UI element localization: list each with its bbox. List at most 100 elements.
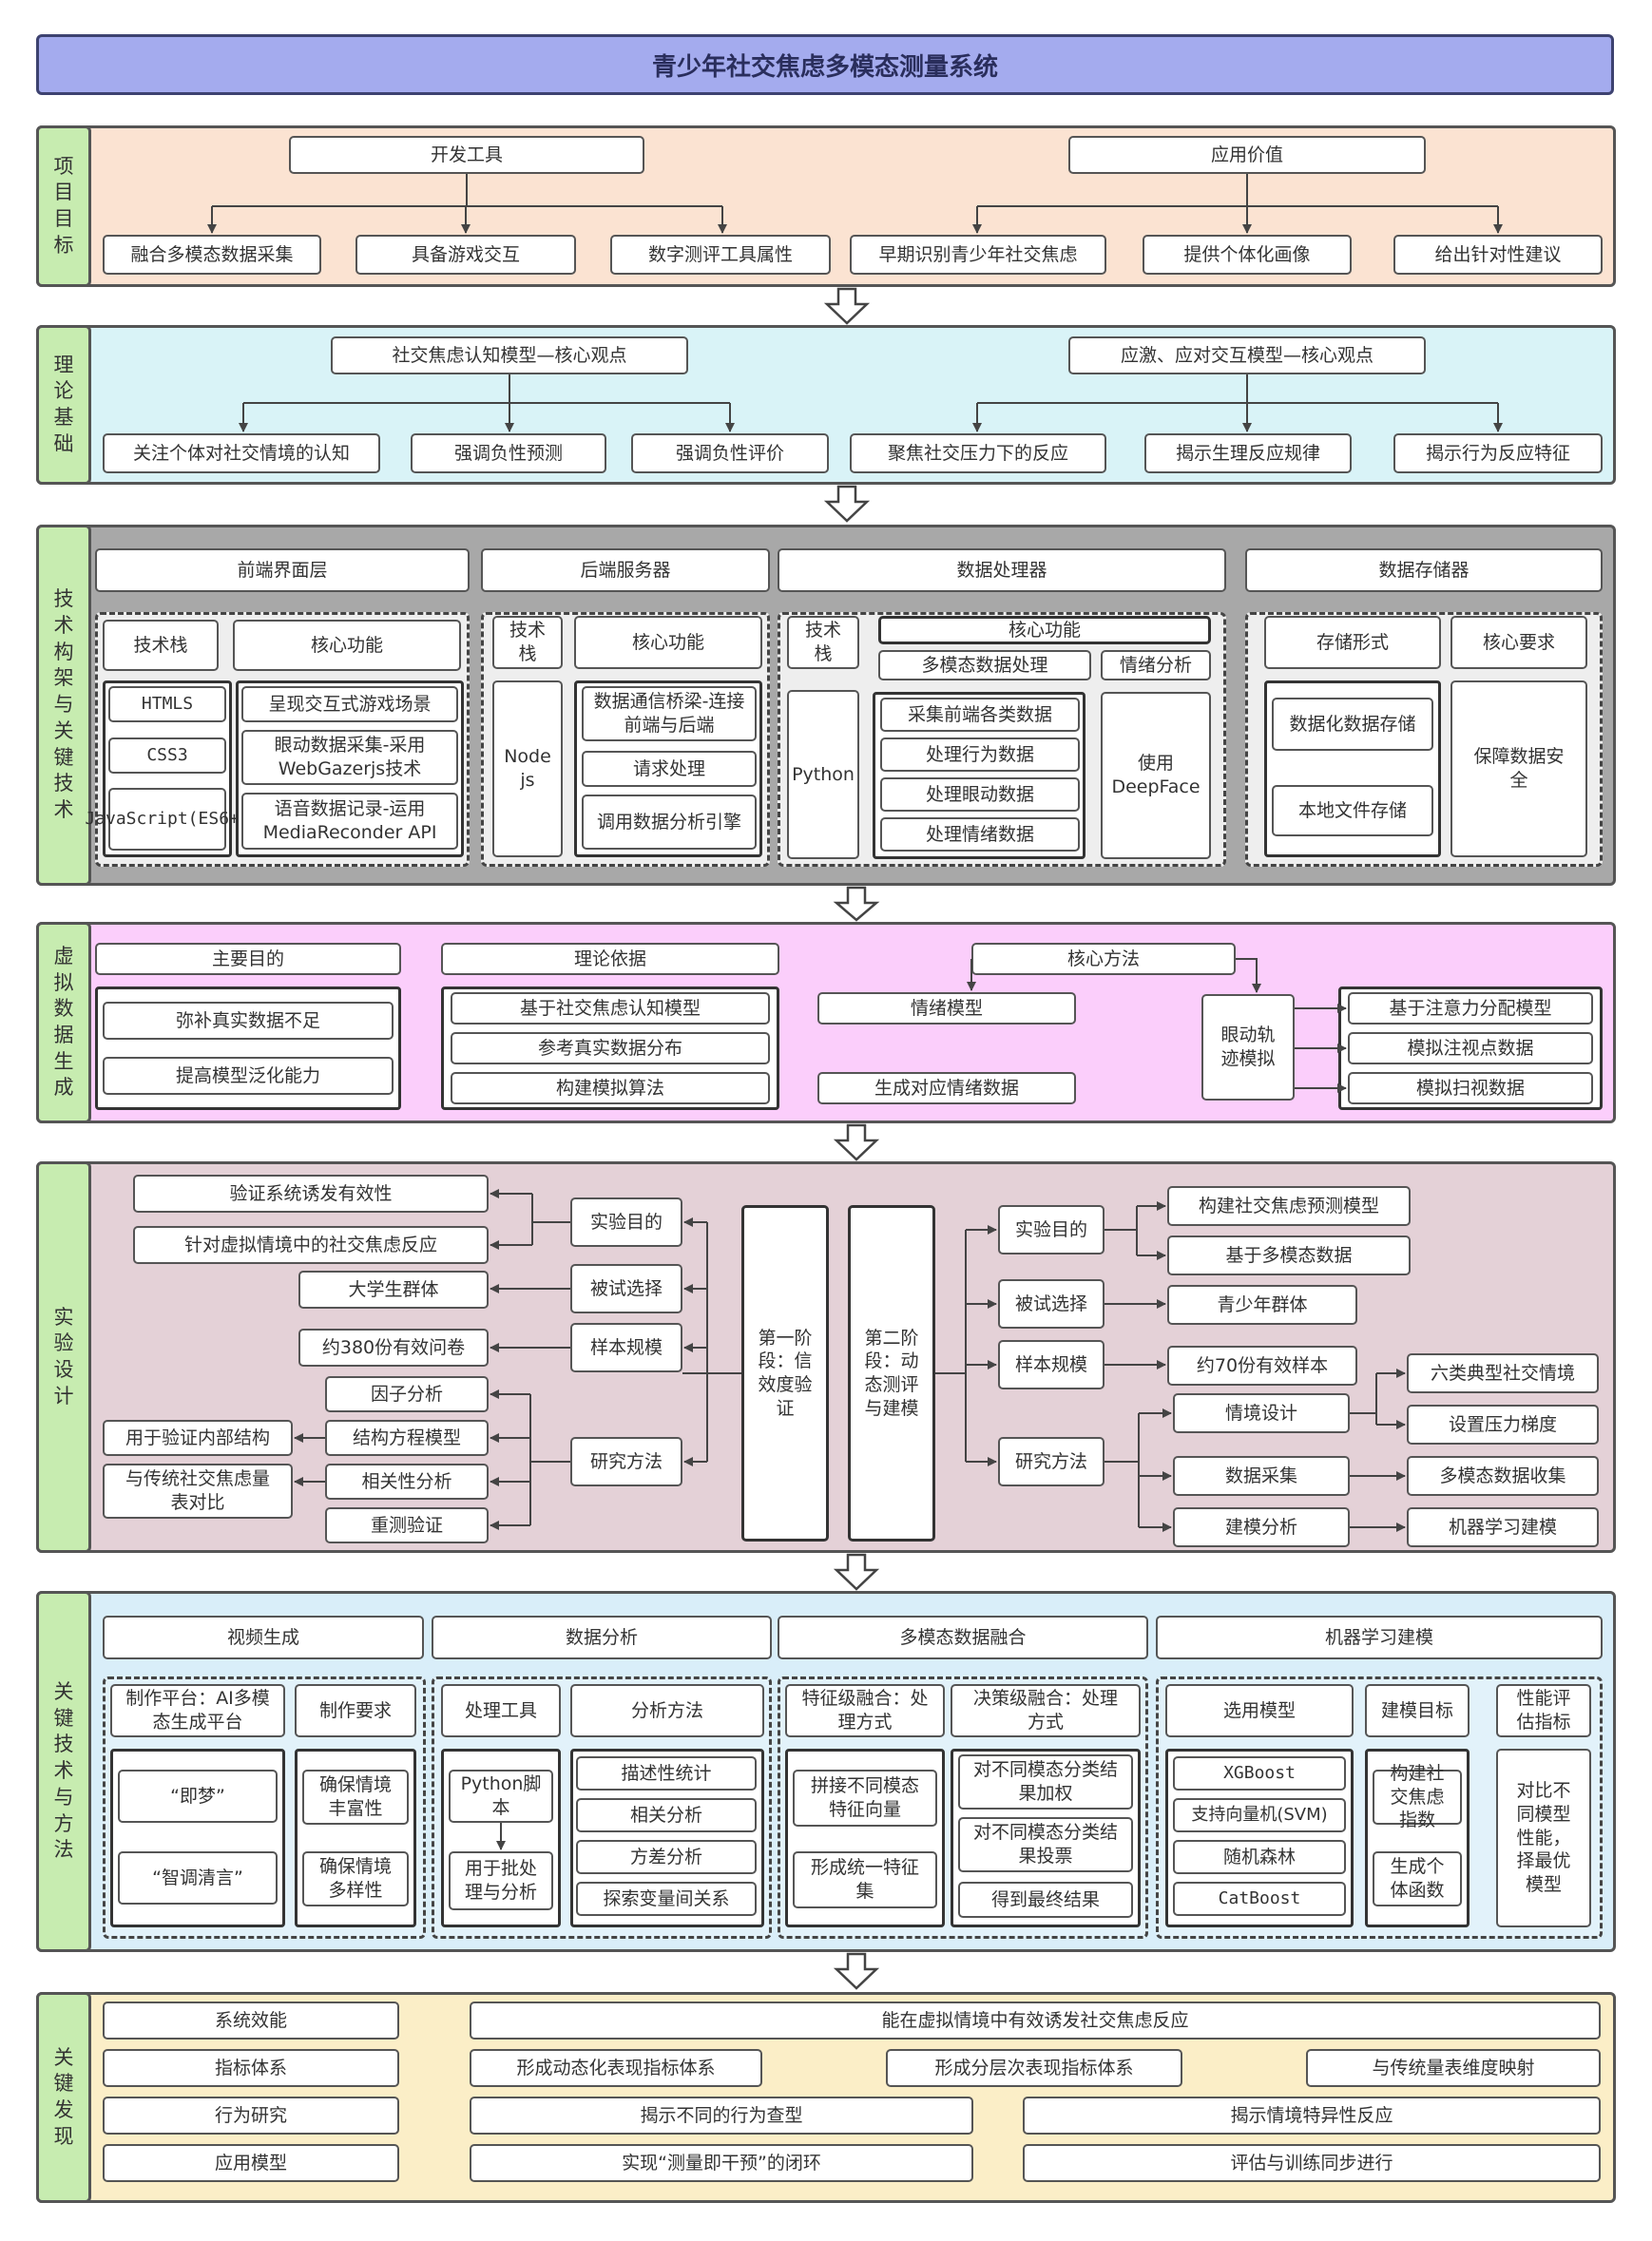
func-item: 请求处理 bbox=[582, 751, 757, 787]
core-func-label: 核心功能 bbox=[574, 616, 762, 669]
p1-method-item: 相关性分析 bbox=[325, 1464, 489, 1500]
model-select-label: 选用模型 bbox=[1165, 1684, 1354, 1737]
p2-subject-item: 青少年群体 bbox=[1167, 1285, 1357, 1325]
func-item: 语音数据记录-运用MediaReconder API bbox=[241, 793, 458, 850]
frontend-header: 前端界面层 bbox=[95, 548, 470, 592]
video-gen-header: 视频生成 bbox=[103, 1616, 424, 1659]
p2-purpose-item: 基于多模态数据 bbox=[1167, 1235, 1411, 1275]
method-item: 探索变量间关系 bbox=[576, 1882, 757, 1916]
section-label: 实验设计 bbox=[36, 1161, 91, 1553]
stress-model-box: 应激、应对交互模型—核心观点 bbox=[1068, 336, 1426, 374]
model-item: XGBoost bbox=[1173, 1756, 1346, 1791]
app-value-box: 应用价值 bbox=[1068, 136, 1426, 174]
basis-item: 参考真实数据分布 bbox=[451, 1032, 770, 1064]
purpose-header: 主要目的 bbox=[95, 943, 401, 975]
func-item: 处理情绪数据 bbox=[880, 817, 1080, 852]
eval-box: 对比不同模型性能，择最优模型 bbox=[1496, 1749, 1591, 1927]
phase-2-box: 第二阶段：动态测评与建模 bbox=[848, 1205, 935, 1542]
backend-tech-nodejs: Node js bbox=[492, 680, 563, 857]
tech-item-js: JavaScript(ES6+) bbox=[85, 788, 250, 851]
p2-method-item: 数据采集 bbox=[1173, 1456, 1350, 1496]
p1-method-item: 重测验证 bbox=[325, 1507, 489, 1543]
func-item: 数据通信桥梁-连接前端与后端 bbox=[582, 686, 757, 741]
p1-purpose-item: 验证系统诱发有效性 bbox=[133, 1175, 489, 1213]
method-item: 描述性统计 bbox=[576, 1756, 757, 1791]
theory-item: 揭示生理反应规律 bbox=[1144, 433, 1352, 473]
finding-key: 行为研究 bbox=[103, 2097, 399, 2135]
dev-tools-box: 开发工具 bbox=[289, 136, 644, 174]
p2-method-result: 多模态数据收集 bbox=[1407, 1456, 1599, 1496]
finding-value: 能在虚拟情境中有效诱发社交焦虑反应 bbox=[470, 2002, 1601, 2040]
storage-item: 本地文件存储 bbox=[1272, 785, 1433, 836]
multimodal-proc-label: 多模态数据处理 bbox=[878, 650, 1091, 680]
model-item: 随机森林 bbox=[1173, 1840, 1346, 1874]
core-req-label: 核心要求 bbox=[1450, 616, 1587, 669]
goal-item: 早期识别青少年社交焦虑 bbox=[850, 235, 1106, 275]
p1-purpose-item: 针对虚拟情境中的社交焦虑反应 bbox=[133, 1226, 489, 1264]
storage-form-label: 存储形式 bbox=[1264, 616, 1441, 669]
req-item: 确保情境多样性 bbox=[302, 1851, 409, 1906]
p1-size-label: 样本规模 bbox=[570, 1323, 682, 1372]
goal-item: 提供个体化画像 bbox=[1143, 235, 1352, 275]
func-item: 眼动数据采集-采用WebGazerjs技术 bbox=[241, 730, 458, 785]
tech-stack-label: 技术栈 bbox=[103, 620, 219, 671]
backend-header: 后端服务器 bbox=[481, 548, 770, 592]
platform-label: 制作平台：AI多模态生成平台 bbox=[110, 1684, 285, 1737]
tech-item-css: CSS3 bbox=[108, 737, 226, 774]
section-label: 理论基础 bbox=[36, 325, 91, 485]
req-label: 制作要求 bbox=[295, 1684, 416, 1737]
p1-method-label: 研究方法 bbox=[570, 1437, 682, 1486]
decision-item: 对不同模态分类结果投票 bbox=[958, 1817, 1133, 1872]
platform-item: “智调清言” bbox=[118, 1851, 278, 1905]
emotion-data-box: 生成对应情绪数据 bbox=[817, 1072, 1076, 1104]
emotion-analysis-label: 情绪分析 bbox=[1101, 650, 1211, 680]
p2-purpose-label: 实验目的 bbox=[998, 1205, 1105, 1255]
section-label: 项目目标 bbox=[36, 125, 91, 287]
goal-item: 构建社交焦虑指数 bbox=[1373, 1763, 1462, 1830]
func-item: 处理眼动数据 bbox=[880, 777, 1080, 812]
data-analysis-header: 数据分析 bbox=[432, 1616, 772, 1659]
p1-subject-label: 被试选择 bbox=[570, 1264, 682, 1313]
p2-method-item: 建模分析 bbox=[1173, 1507, 1350, 1547]
p2-size-label: 样本规模 bbox=[998, 1340, 1105, 1389]
page-title: 青少年社交焦虑多模态测量系统 bbox=[36, 34, 1614, 95]
section-label: 关键发现 bbox=[36, 1992, 91, 2203]
finding-value: 揭示情境特异性反应 bbox=[1023, 2097, 1601, 2135]
processor-header: 数据处理器 bbox=[778, 548, 1226, 592]
p2-method-label: 研究方法 bbox=[998, 1437, 1105, 1486]
theory-item: 关注个体对社交情境的认知 bbox=[103, 433, 380, 473]
finding-key: 指标体系 bbox=[103, 2049, 399, 2087]
p2-subject-label: 被试选择 bbox=[998, 1279, 1105, 1329]
p1-subject-item: 大学生群体 bbox=[298, 1271, 489, 1309]
purpose-item: 弥补真实数据不足 bbox=[103, 1002, 394, 1040]
core-func-label: 核心功能 bbox=[233, 620, 461, 671]
p2-purpose-item: 构建社交焦虑预测模型 bbox=[1167, 1186, 1411, 1226]
theory-item: 强调负性评价 bbox=[631, 433, 829, 473]
basis-item: 基于社交焦虑认知模型 bbox=[451, 992, 770, 1025]
ml-header: 机器学习建模 bbox=[1156, 1616, 1603, 1659]
goal-item: 数字测评工具属性 bbox=[610, 235, 831, 275]
section-label: 技术构架与关键技术 bbox=[36, 525, 91, 886]
phase-1-box: 第一阶段：信效度验证 bbox=[741, 1205, 829, 1542]
req-item: 确保情境丰富性 bbox=[302, 1770, 409, 1825]
core-func-label: 核心功能 bbox=[878, 616, 1211, 644]
model-item: CatBoost bbox=[1173, 1882, 1346, 1916]
tool-label: 处理工具 bbox=[441, 1684, 561, 1737]
core-method-header: 核心方法 bbox=[971, 943, 1236, 975]
theory-item: 强调负性预测 bbox=[411, 433, 606, 473]
model-item: 支持向量机(SVM) bbox=[1173, 1798, 1346, 1832]
storage-item: 数据化数据存储 bbox=[1272, 698, 1433, 751]
cognitive-model-box: 社交焦虑认知模型—核心观点 bbox=[331, 336, 688, 374]
method-item: 相关分析 bbox=[576, 1798, 757, 1832]
func-item: 采集前端各类数据 bbox=[880, 698, 1080, 732]
basis-item: 构建模拟算法 bbox=[451, 1072, 770, 1104]
batch-box: 用于批处理与分析 bbox=[449, 1851, 553, 1910]
python-script-box: Python脚本 bbox=[449, 1770, 553, 1823]
finding-value: 形成分层次表现指标体系 bbox=[886, 2049, 1182, 2087]
goal-item: 融合多模态数据采集 bbox=[103, 235, 321, 275]
finding-value: 与传统量表维度映射 bbox=[1306, 2049, 1601, 2087]
fusion-header: 多模态数据融合 bbox=[778, 1616, 1148, 1659]
func-item: 处理行为数据 bbox=[880, 737, 1080, 772]
p1-method-item: 因子分析 bbox=[325, 1376, 489, 1412]
goal-item: 给出针对性建议 bbox=[1393, 235, 1603, 275]
